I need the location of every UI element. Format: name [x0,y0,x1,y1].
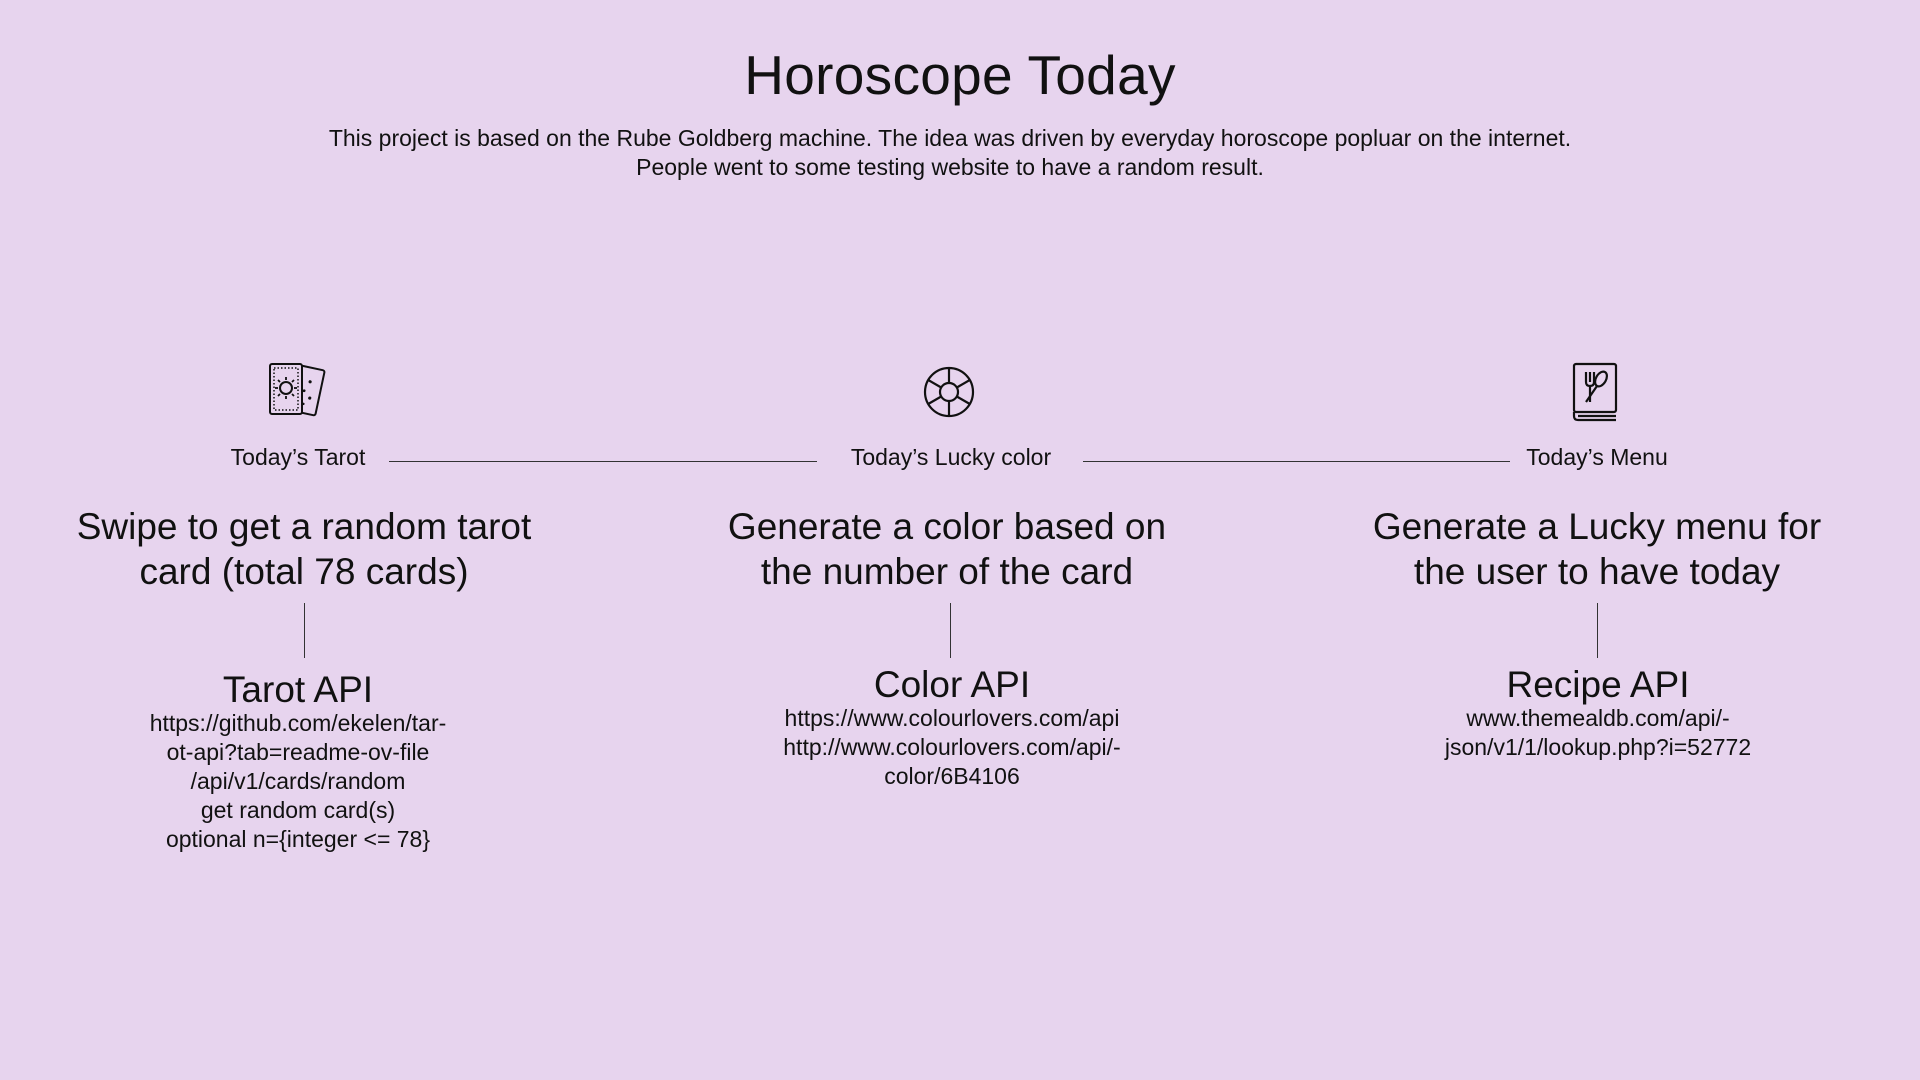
api-details-tarot: https://github.com/ekelen/tar- ot-api?ta… [88,709,508,854]
api-title-menu: Recipe API [1506,664,1690,705]
api-detail-line: https://github.com/ekelen/tar- [149,710,447,736]
api-detail-line: optional n={integer <= 78} [165,826,431,852]
step-description-color: Generate a color based on the number of … [687,504,1207,594]
api-detail-line: json/v1/1/lookup.php?i=52772 [1444,734,1752,760]
description-line: Generate a color based on [727,506,1167,547]
description-line: Swipe to get a random tarot [76,506,532,547]
step-description-tarot: Swipe to get a random tarot card (total … [44,504,564,594]
connector-color-to-menu [1083,461,1510,462]
subtitle-line: People went to some testing website to h… [636,154,1264,180]
api-detail-line: /api/v1/cards/random [190,768,406,794]
connector-menu-down [1597,603,1598,658]
connector-tarot-to-color [389,461,817,462]
description-line: card (total 78 cards) [139,551,469,592]
page-subtitle: This project is based on the Rube Goldbe… [0,124,1900,182]
api-detail-line: get random card(s) [200,797,396,823]
connector-color-down [950,603,951,658]
tarot-cards-icon [266,360,328,422]
description-line: the number of the card [760,551,1134,592]
step-label-tarot: Today’s Tarot [230,444,366,470]
api-title-tarot: Tarot API [222,669,374,710]
api-detail-line: www.themealdb.com/api/- [1466,705,1730,731]
description-line: the user to have today [1413,551,1781,592]
api-title-color: Color API [873,664,1031,705]
api-detail-line: https://www.colourlovers.com/api [784,705,1120,731]
subtitle-line: This project is based on the Rube Goldbe… [328,125,1572,151]
connector-tarot-down [304,603,305,658]
recipe-book-icon [1570,362,1620,422]
api-detail-line: color/6B4106 [884,763,1020,789]
api-details-menu: www.themealdb.com/api/- json/v1/1/lookup… [1388,704,1808,762]
step-label-menu: Today’s Menu [1526,444,1668,470]
api-detail-line: ot-api?tab=readme-ov-file [166,739,430,765]
description-line: Generate a Lucky menu for [1372,506,1822,547]
color-wheel-icon [922,365,976,419]
page-title: Horoscope Today [744,44,1176,106]
step-description-menu: Generate a Lucky menu for the user to ha… [1337,504,1857,594]
step-label-color: Today’s Lucky color [850,444,1052,470]
api-detail-line: http://www.colourlovers.com/api/- [783,734,1121,760]
api-details-color: https://www.colourlovers.com/api http://… [742,704,1162,791]
